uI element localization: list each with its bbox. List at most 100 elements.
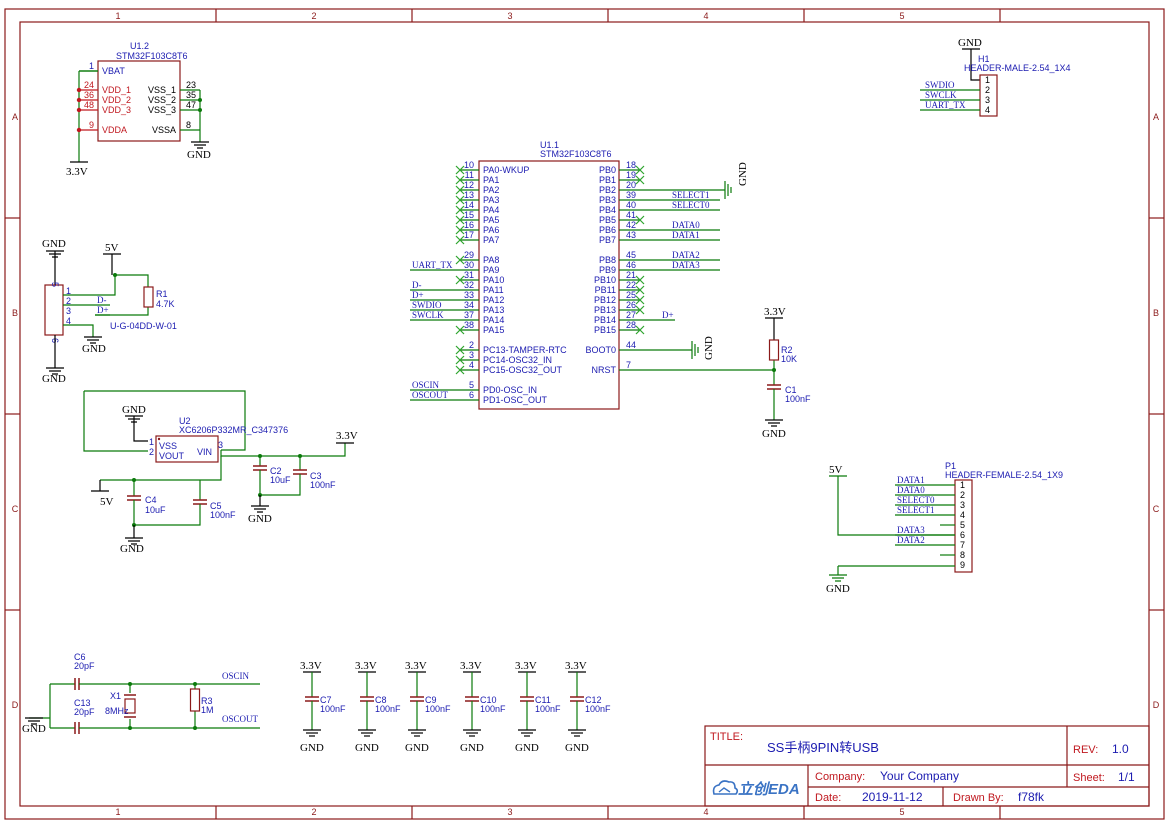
u1-1-pin-num: 13 [464,190,474,200]
r1-ref: R1 [156,289,168,299]
u1-1-pin-num: 42 [626,220,636,230]
u1-2-pin-num: 8 [186,120,191,130]
c1-value: 100nF [785,394,811,404]
cap-value: 100nF [480,704,506,714]
u1-1-pin-name: PB14 [594,315,616,325]
p1-pin-num: 8 [960,550,965,560]
u1-2-pin-name: VDD_2 [102,95,131,105]
header-p1[interactable]: P1 HEADER-FEMALE-2.54_1X9 1DATA12DATA03S… [826,461,1063,595]
u2-gnd-label: GND [122,404,146,416]
u1-1-pin-name: PA10 [483,275,504,285]
reset-network[interactable]: 3.3V R2 10K C1 100nF GND [762,306,811,440]
decoupling-caps[interactable]: 3.3VGNDC7100nF3.3VGNDC8100nF3.3VGNDC9100… [300,660,611,754]
u1-1-pin-name: PB1 [599,175,616,185]
u1-1-pin-name: PA6 [483,225,499,235]
u1-1-pin-num: 20 [626,180,636,190]
svg-text:20pF: 20pF [74,707,95,717]
u1-1-pin-name: PA7 [483,235,499,245]
u1-1-pin-name: PA1 [483,175,499,185]
u1-1-pin-num: 31 [464,270,474,280]
cap-ref: C11 [535,695,551,705]
net-label: UART_TX [925,100,966,110]
p1-pin-num: 5 [960,520,965,530]
usb-gnd-bottom: GND [42,373,66,385]
frame-row-left: C [12,504,19,514]
u1-2-pin-num: 36 [84,90,94,100]
net-label: D- [412,280,422,290]
usb-pin-num: 2 [66,296,71,306]
date-value: 2019-11-12 [862,790,923,804]
u1-1-pin-num: 33 [464,290,474,300]
drawn-value: f78fk [1018,790,1045,804]
u2-5v-label: 5V [100,496,114,508]
p1-pin-num: 4 [960,510,965,520]
u1-1-pin-num: 44 [626,340,636,350]
sheet-label: Sheet: [1073,772,1105,784]
svg-text:C5: C5 [210,501,222,511]
u1-2-pin-name: VSSA [152,125,176,135]
usb-body [44,284,64,336]
u1-1-pin-num: 30 [464,260,474,270]
u1-1-pin-num: 34 [464,300,474,310]
oscillator-section[interactable]: GND C6 20pF C13 20pF X1 8MHz R3 1M OSCIN… [22,652,260,735]
frame-row-right: C [1153,504,1160,514]
u1-1-pin-num: 16 [464,220,474,230]
svg-text:8MHz: 8MHz [105,706,129,716]
net-label: DATA0 [897,485,925,495]
r2-3v3-label: 3.3V [764,306,786,318]
u1-2-pin-name: VDD_3 [102,105,131,115]
net-label: SWDIO [412,300,442,310]
net-label: DATA3 [672,260,700,270]
u1-2-pin-name: VSS_1 [148,85,176,95]
usb-gnd-top: GND [42,238,66,250]
r2-value: 10K [781,354,797,364]
frame-row-left: A [12,112,18,122]
header-h1[interactable]: GND H1 HEADER-MALE-2.54_1X4 12SWDIO3SWCL… [920,37,1071,117]
u1-1-gnd-pb2: GND [737,162,749,186]
cap-value: 100nF [535,704,561,714]
u1-1-pin-name: PB6 [599,225,616,235]
u1-1-pin-num: 7 [626,360,631,370]
u1-1-pin-name: PA13 [483,305,504,315]
u1-1-pin-num: 37 [464,310,474,320]
h1-pin-num: 3 [985,95,990,105]
net-label: SWCLK [412,310,444,320]
u1-2-pin-num: 1 [89,61,94,71]
u1-1-pin-name: PB10 [594,275,616,285]
svg-text:C2: C2 [270,466,282,476]
u1-1-pin-name: BOOT0 [585,345,616,355]
h1-gnd-label: GND [958,37,982,49]
u1-1-pin-name: PB11 [595,285,616,295]
resistor-r1[interactable]: R1 4.7K [143,286,175,309]
cap-pwr-label: 3.3V [515,660,537,672]
frame-row-right: B [1153,308,1159,318]
u1-1-pin-num: 14 [464,200,474,210]
u1-1-pin-name: PB3 [599,195,616,205]
h1-body [979,74,998,117]
net-label: SELECT1 [897,505,935,515]
svg-text:2: 2 [149,447,154,457]
net-label: D+ [662,310,674,320]
net-label: DATA3 [897,525,925,535]
u2-ref: U2 [179,416,191,426]
p1-pin-num: 7 [960,540,965,550]
u1-1-pin-name: PB12 [594,295,616,305]
u1-1-pin-num: 28 [626,320,636,330]
u1-1-pin-num: 40 [626,200,636,210]
usb-pin-num: 3 [66,306,71,316]
frame-col-bottom: 5 [899,807,904,817]
h1-ref: H1 [978,54,990,64]
net-label: UART_TX [412,260,453,270]
p1-pin-num: 1 [960,480,965,490]
u1-1-pin-name: PC13-TAMPER-RTC [483,345,567,355]
regulator-u2[interactable]: GND U2 XC6206P332MR_C347376 1 VSS 2 VOUT… [83,390,358,555]
h1-pin-num: 4 [985,105,990,115]
title-value: SS手柄9PIN转USB [767,740,879,755]
